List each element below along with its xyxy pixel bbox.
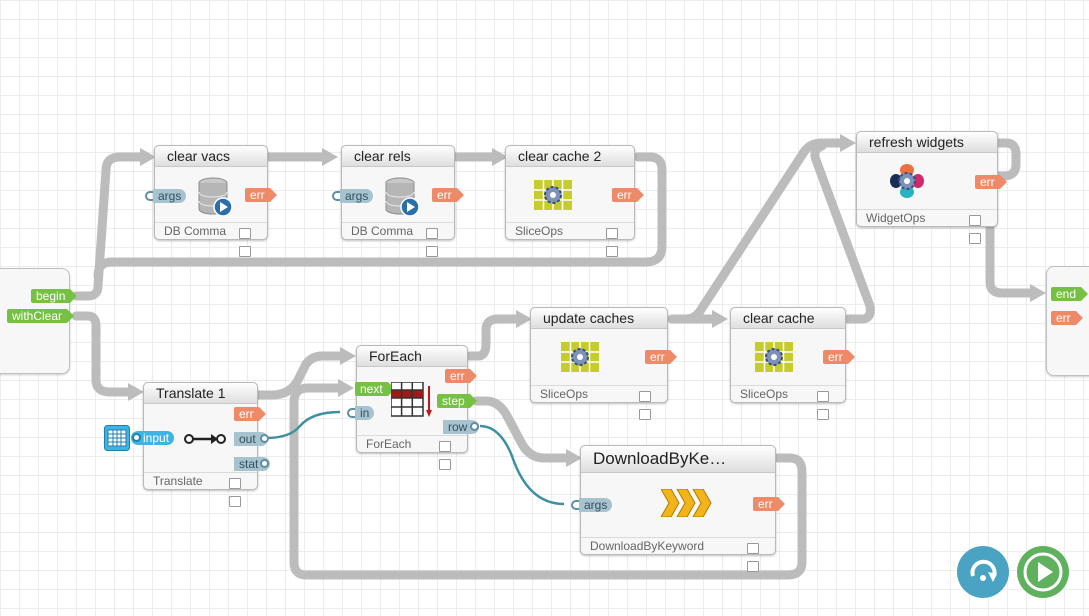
node-title: update caches xyxy=(531,308,667,329)
out-port[interactable]: out xyxy=(234,432,268,446)
node-footer: SliceOps xyxy=(731,385,845,402)
row-connector[interactable] xyxy=(470,422,479,431)
node-update-caches[interactable]: update caches err SliceOps xyxy=(530,307,677,420)
next-port[interactable]: next xyxy=(355,382,395,396)
input-port[interactable]: input xyxy=(131,431,175,445)
input-connector[interactable] xyxy=(132,433,141,442)
replay-icon xyxy=(970,559,997,582)
node-title: DownloadByKe… xyxy=(581,446,775,473)
out-connector[interactable] xyxy=(260,434,269,443)
key-arrow-icon xyxy=(184,434,226,444)
node-flag-icons[interactable] xyxy=(437,439,463,470)
run-button[interactable] xyxy=(1017,546,1069,598)
err-port[interactable]: err xyxy=(445,369,477,383)
node-title: clear cache xyxy=(731,308,845,329)
database-run-icon xyxy=(198,177,233,217)
node-title: Translate 1 xyxy=(144,383,257,404)
node-title: clear vacs xyxy=(155,146,267,167)
in-port[interactable]: in xyxy=(355,406,375,420)
node-flag-icons[interactable] xyxy=(967,213,993,244)
database-run-icon xyxy=(385,177,420,217)
node-clear-cache-2[interactable]: clear cache 2 err SliceOps xyxy=(505,145,644,257)
chevrons-icon xyxy=(661,489,712,517)
node-clear-vacs[interactable]: clear vacs args err DB Comma xyxy=(145,145,277,257)
gear-grid-icon xyxy=(561,342,599,372)
node-refresh-widgets[interactable]: refresh widgets err WidgetOps xyxy=(856,131,1007,244)
node-footer: SliceOps xyxy=(531,385,667,402)
err-port[interactable]: err xyxy=(432,188,464,202)
node-title: clear cache 2 xyxy=(506,146,634,167)
node-title: refresh widgets xyxy=(857,132,997,153)
wire-foreach-to-update xyxy=(465,314,521,361)
gear-grid-icon xyxy=(755,342,793,372)
err-port[interactable]: err xyxy=(612,188,644,202)
args-connector[interactable] xyxy=(145,191,153,201)
node-clear-cache[interactable]: clear cache err SliceOps xyxy=(730,307,855,420)
node-flag-icons[interactable] xyxy=(604,226,630,257)
wire-step-to-download xyxy=(471,396,571,463)
begin-port[interactable]: begin xyxy=(31,289,78,303)
node-footer: DownloadByKeyword xyxy=(581,537,775,554)
node-flag-icons[interactable] xyxy=(637,389,663,420)
args-port[interactable]: args xyxy=(340,189,374,203)
node-flag-icons[interactable] xyxy=(227,476,253,507)
args-port[interactable]: args xyxy=(579,498,613,512)
end-err-port[interactable]: err xyxy=(1051,311,1083,325)
node-flag-icons[interactable] xyxy=(424,226,450,257)
err-port[interactable]: err xyxy=(753,497,785,511)
wire-update-to-refresh xyxy=(667,138,845,324)
table-arrow-icon xyxy=(391,382,432,417)
node-title: ForEach xyxy=(357,346,467,367)
replay-button[interactable] xyxy=(957,546,1009,598)
data-wire-row-to-args xyxy=(479,424,565,506)
data-wire-out-to-in xyxy=(265,410,341,440)
node-flag-icons[interactable] xyxy=(745,541,771,572)
args-connector[interactable] xyxy=(332,191,340,201)
withclear-port[interactable]: withClear xyxy=(7,309,75,323)
err-port[interactable]: err xyxy=(823,350,855,364)
node-foreach[interactable]: ForEach next in err step row ForEach xyxy=(347,345,480,470)
node-flag-icons[interactable] xyxy=(815,389,841,420)
gear-grid-icon xyxy=(534,180,572,210)
node-flag-icons[interactable] xyxy=(237,226,263,257)
end-terminal[interactable]: end err xyxy=(1046,266,1089,376)
wire-download-loop xyxy=(289,383,807,580)
node-footer: WidgetOps xyxy=(857,209,997,226)
play-icon xyxy=(1023,552,1063,592)
wire-arrowheads xyxy=(128,134,1046,467)
node-footer: DB Comma xyxy=(342,222,454,239)
stat-connector[interactable] xyxy=(260,459,269,468)
node-footer: ForEach xyxy=(357,435,467,452)
start-terminal[interactable]: begin withClear xyxy=(0,268,78,374)
err-port[interactable]: err xyxy=(245,188,277,202)
end-port[interactable]: end xyxy=(1051,287,1089,301)
args-port[interactable]: args xyxy=(153,189,187,203)
in-connector[interactable] xyxy=(347,408,355,418)
err-port[interactable]: err xyxy=(234,407,266,421)
node-clear-rels[interactable]: clear rels args err DB Comma xyxy=(332,145,464,257)
err-port[interactable]: err xyxy=(975,175,1007,189)
wire-cache2-loop xyxy=(93,152,667,281)
node-footer: Translate xyxy=(144,472,257,489)
node-download-by-keyword[interactable]: DownloadByKe… args err DownloadByKeyword xyxy=(571,445,785,572)
wire-translate-to-foreach xyxy=(253,351,345,400)
node-footer: DB Comma xyxy=(155,222,267,239)
node-footer: SliceOps xyxy=(506,222,634,239)
calendar-grid-icon[interactable] xyxy=(104,425,130,451)
node-title: clear rels xyxy=(342,146,454,167)
wire-clearcache-loop xyxy=(810,141,875,324)
err-port[interactable]: err xyxy=(645,350,677,364)
args-connector[interactable] xyxy=(571,500,579,510)
wire-withclear-to-translate xyxy=(71,311,133,397)
wire-begin-to-clear-vacs xyxy=(71,152,145,301)
node-translate-1[interactable]: Translate 1 err out stat Translate xyxy=(143,382,271,507)
step-port[interactable]: step xyxy=(437,394,477,408)
gear-flower-icon xyxy=(890,164,924,198)
